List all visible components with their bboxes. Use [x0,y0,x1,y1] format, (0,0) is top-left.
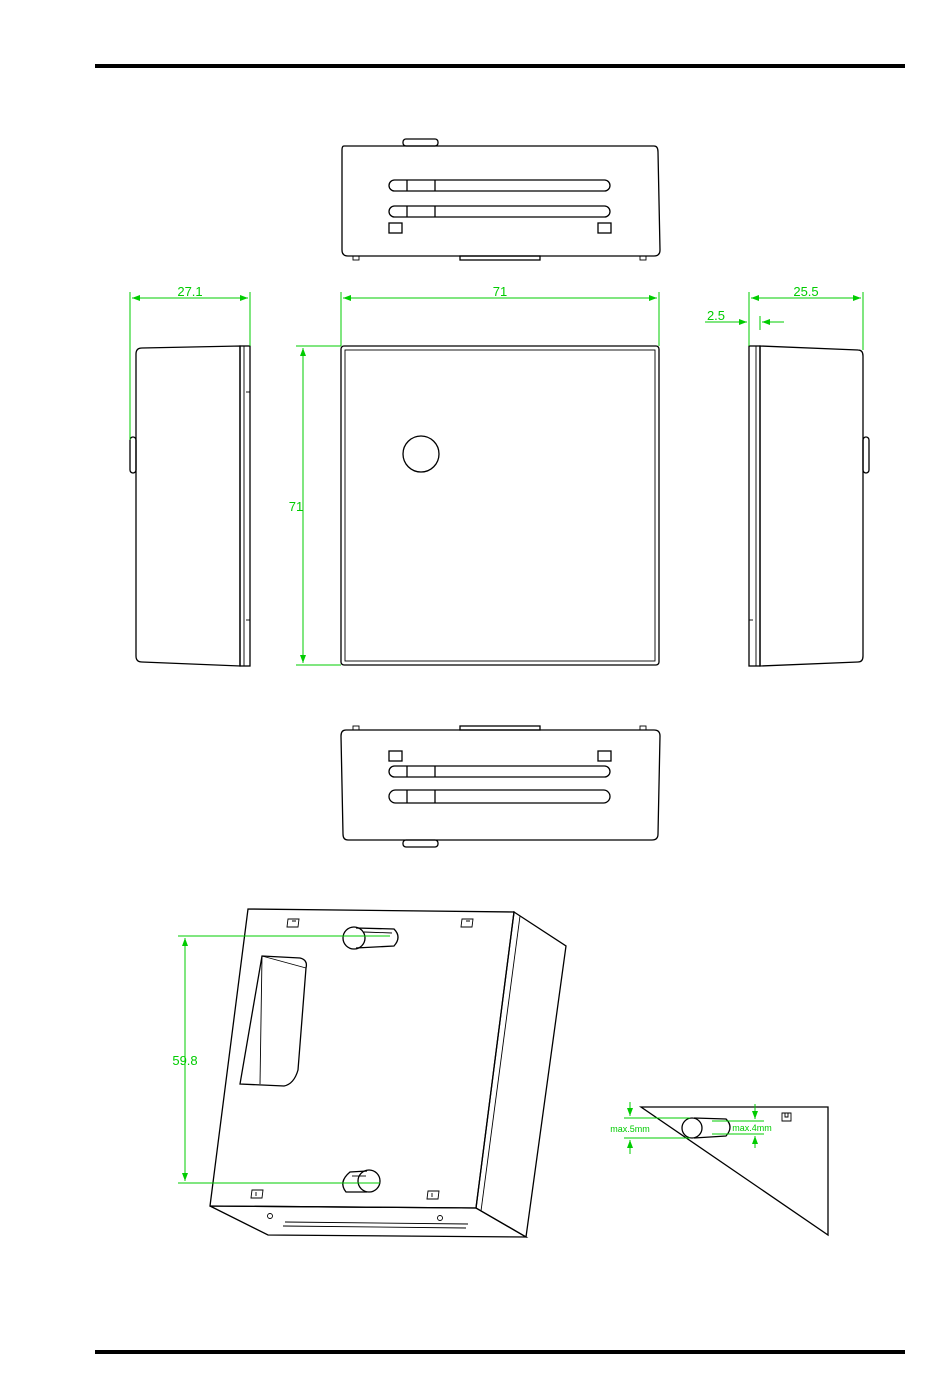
sensor-opening [403,436,439,472]
dimension-front-width: 71 [341,284,659,346]
dimension-front-height: 71 [289,346,341,665]
front-width-label: 71 [493,284,507,299]
front-height-label: 71 [289,499,303,514]
screw-shank-label: max.4mm [732,1123,772,1133]
right-offset-label: 2.5 [707,308,725,323]
dimension-screw-head: max.5mm [610,1102,690,1154]
right-side-view [749,346,869,666]
top-view [342,139,660,260]
dimension-keyhole-spacing: 59.8 [172,936,390,1183]
keyhole-bottom [343,1170,380,1192]
keyhole-spacing-label: 59.8 [172,1053,197,1068]
isometric-rear-view [210,909,566,1237]
dimension-right-offset: 2.5 [705,308,784,330]
dimension-right-depth: 25.5 [749,284,863,350]
dimension-left-depth: 27.1 [130,284,250,440]
front-view [341,346,659,665]
keyhole-top [343,927,398,949]
left-side-view [130,346,250,666]
dimension-screw-shank: max.4mm [712,1104,772,1148]
right-depth-label: 25.5 [793,284,818,299]
left-depth-label: 27.1 [177,284,202,299]
bottom-view [341,726,660,847]
screw-head-label: max.5mm [610,1124,650,1134]
